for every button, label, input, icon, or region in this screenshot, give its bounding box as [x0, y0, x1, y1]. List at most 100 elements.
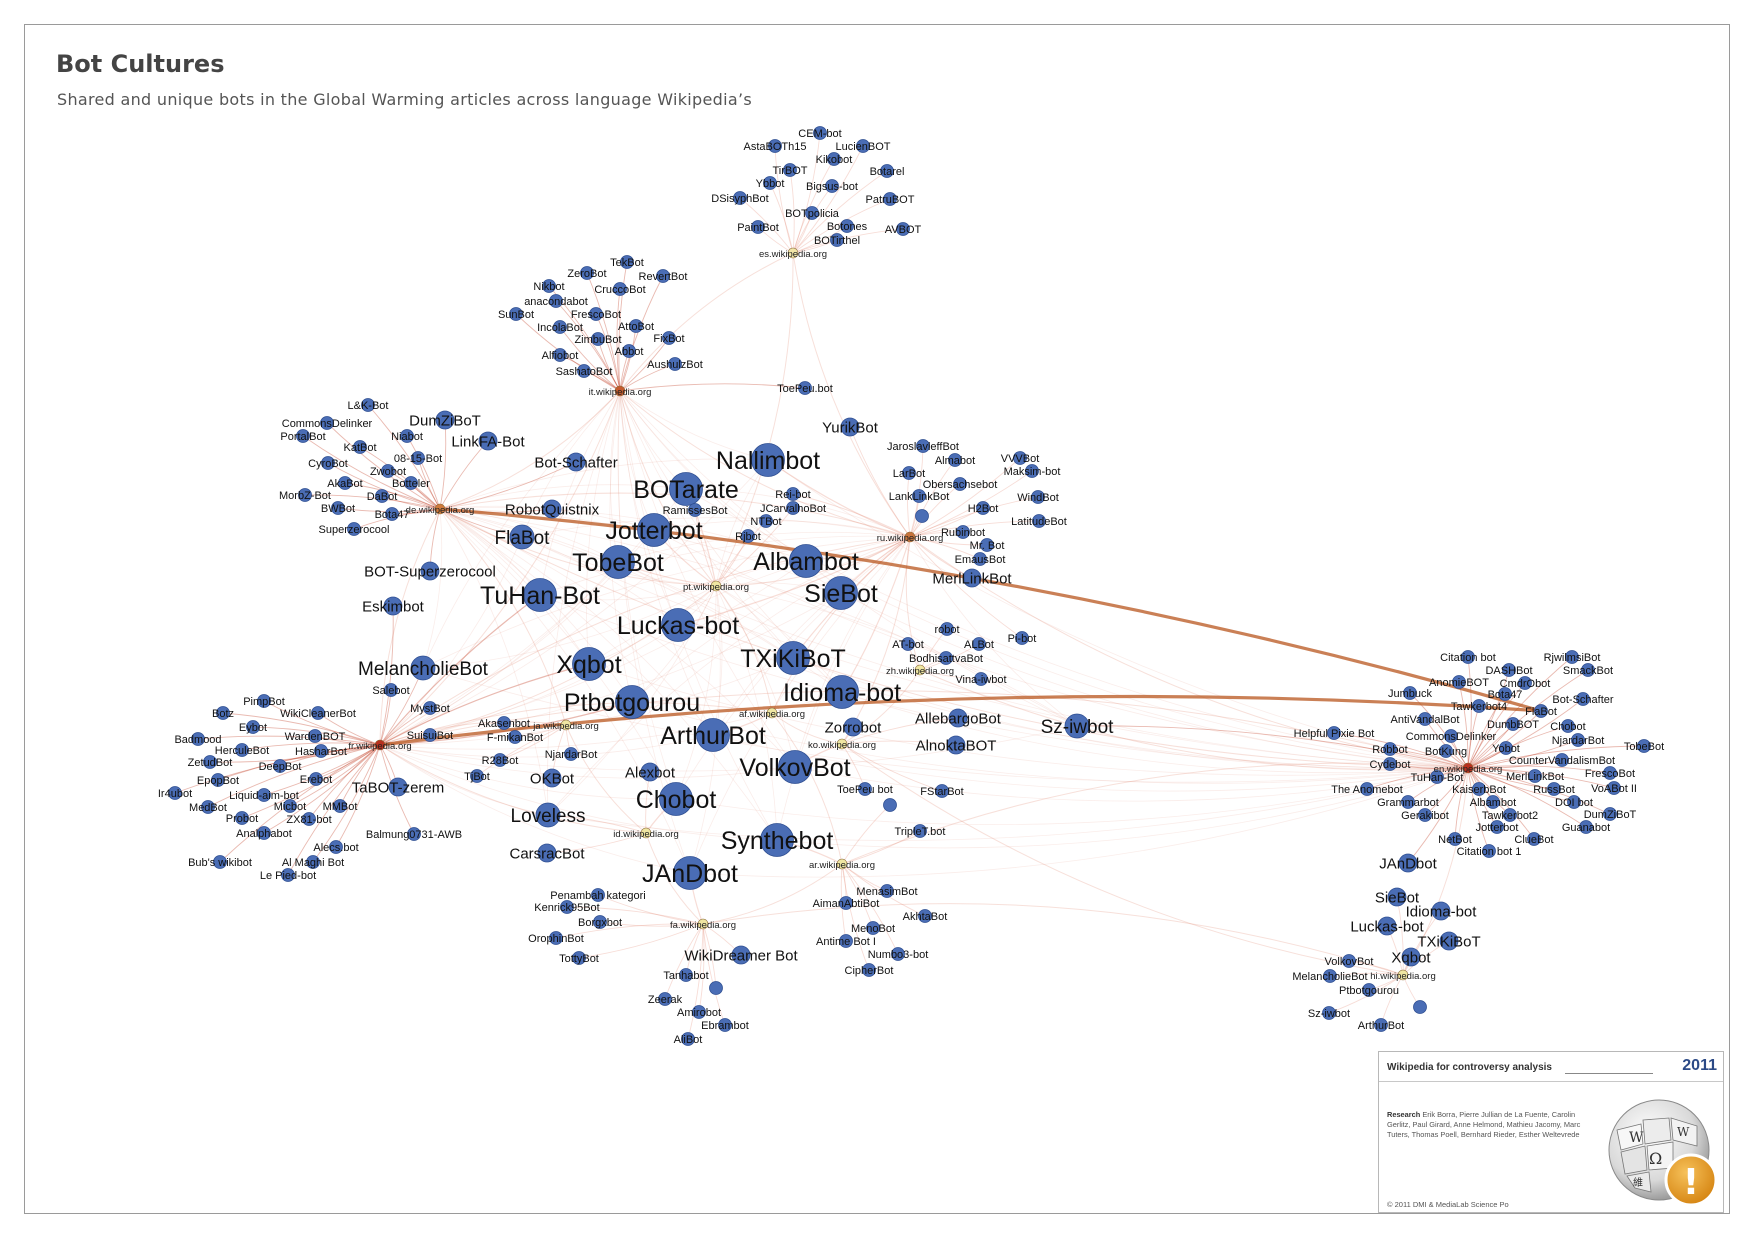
bot-label: CipherBot [845, 965, 894, 977]
bot-label: HerculeBot [215, 745, 269, 757]
edge-herculebot-fr [241, 742, 381, 751]
bot-label: BOTarate [633, 476, 739, 504]
bot-node-lanklinkbot-88 [912, 489, 926, 503]
edge-botarel-es [792, 170, 888, 254]
bot-node-dabot-47 [375, 489, 389, 503]
bot-node-citation-bot-164 [1461, 650, 1475, 664]
svg-text:W: W [1629, 1130, 1644, 1146]
bot-node-arthurbot-216 [1374, 1018, 1388, 1032]
bot-node-badmood-118 [191, 732, 205, 746]
bot-node-superzerocool-52 [347, 522, 361, 536]
bot-label: Amirobot [677, 1007, 721, 1019]
edge-zeerak-fa [664, 923, 704, 1000]
bot-label: Bub's wikibot [188, 857, 252, 869]
shared-edge-idioma-bot-en [841, 691, 1469, 774]
bot-node-unlabeled-109 [883, 798, 897, 812]
bot-node-alecs-bot-141 [329, 840, 343, 854]
bot-label: JAnDbot [1379, 855, 1437, 872]
edge-helpful-pixie-bot-en [1333, 732, 1469, 769]
bot-node-toepeu-bot-107 [858, 782, 872, 796]
bot-node-cipherbot-156 [862, 963, 876, 977]
edge-cruccobot-it [616, 288, 621, 392]
hub-node-fa [697, 918, 709, 930]
bot-label: LucienBOT [835, 141, 890, 153]
hub-label-pt: pt.wikipedia.org [683, 582, 749, 593]
bot-label: Erebot [300, 774, 332, 786]
edge-jandbot-en [1407, 767, 1469, 864]
hub-link-it-ru [619, 390, 911, 538]
bot-label: RevertBot [639, 271, 688, 283]
bot-node-unlabeled-159 [709, 981, 723, 995]
heavy-edge-flabot-de [439, 507, 1542, 713]
info-box-rule [1565, 1073, 1653, 1074]
bot-label: TjBot [464, 771, 490, 783]
bot-node-jotterbot-200 [1490, 820, 1504, 834]
bot-node-balmung0731-awb-140 [407, 827, 421, 841]
bot-node-okbot-74 [542, 768, 562, 788]
bot-node-bigsus-bot-7 [825, 179, 839, 193]
bot-label: TottyBot [559, 953, 599, 965]
bot-label: WikiCleanerBot [280, 708, 356, 720]
shared-edge-synthebot-ru [776, 536, 911, 841]
bot-node-rjbot-80 [741, 529, 755, 543]
bot-node-flabot-174 [1534, 704, 1548, 718]
bot-label: MystBot [410, 703, 450, 715]
hub-link-de-ja [439, 508, 567, 726]
hub-link-de-it [439, 390, 621, 510]
bot-label: Niabot [391, 431, 423, 443]
bot-label: Xqbot [556, 651, 621, 679]
bot-label: Tawkerbot4 [1451, 701, 1507, 713]
hub-label-zh: zh.wikipedia.org [886, 666, 954, 677]
bot-node-linkfa-bot-37 [478, 431, 498, 451]
bot-label: Luckas-bot [1350, 918, 1424, 935]
bot-label: FrescoBot [571, 309, 621, 321]
bot-label: RobotQuistnix [505, 501, 600, 518]
edge-le-pied-bot-fr [287, 744, 381, 876]
bot-node-cydebot-185 [1383, 757, 1397, 771]
bot-label: ALBot [964, 639, 994, 651]
bot-node-netbot-202 [1448, 832, 1462, 846]
bot-node-zetudbot-125 [203, 755, 217, 769]
bot-node-ebrambot-162 [718, 1018, 732, 1032]
credits-text: Erik Borra, Pierre Jullian de La Fuente,… [1387, 1110, 1581, 1139]
bot-label: FixBot [653, 333, 684, 345]
edge-yurikbot-ru [849, 426, 911, 538]
bot-label: AushulzBot [647, 359, 703, 371]
hub-node-hi [1397, 969, 1409, 981]
badge-glyph: ! [1683, 1162, 1699, 1203]
shared-edge-loveless-de [439, 508, 549, 816]
bot-node-incolabot-23 [553, 320, 567, 334]
shared-edge-xqbot-pt [588, 585, 717, 665]
hub-node-ru [904, 531, 916, 543]
bot-label: Superzerocool [319, 524, 390, 536]
bot-node-alexbot-75 [640, 762, 660, 782]
info-box-copyright: © 2011 DMI & MediaLab Science Po [1387, 1200, 1509, 1209]
bot-node-dsisyphbot-8 [733, 191, 747, 205]
bot-label: Alecs.bot [313, 842, 358, 854]
bot-label: WindBot [1017, 492, 1059, 504]
shared-edge-synthebot-pt [715, 585, 778, 841]
bot-label: TripleT.bot [895, 826, 946, 838]
bot-node-allebargobot-103 [948, 708, 968, 728]
bot-node-medbot-134 [201, 800, 215, 814]
bot-node-tottybot-149 [572, 951, 586, 965]
bot-label: Tanhabot [663, 970, 708, 982]
bot-node-ir4ubot-132 [168, 786, 182, 800]
hub-node-zh [914, 664, 926, 676]
shared-edge-chobot-en [675, 767, 1469, 825]
info-box-year: 2011 [1682, 1057, 1717, 1074]
bot-node-helpful-pixie-bot-178 [1327, 726, 1341, 740]
bot-node-jotterbot-53 [637, 513, 671, 547]
bot-label: ZimbuBot [574, 334, 621, 346]
bot-node-yurikbot-81 [840, 417, 860, 437]
bot-node-tuhan-bot-188 [1430, 770, 1444, 784]
bot-label: VoABot II [1591, 783, 1637, 795]
bot-label: JCarvalhoBot [760, 503, 826, 515]
hub-link-pt-af [715, 585, 773, 714]
edge-pimpbot-fr [263, 700, 381, 746]
edge-ntbot-pt [715, 520, 767, 587]
bot-node-bub-s-wikibot-142 [213, 855, 227, 869]
bot-label: F-mikanBot [487, 732, 543, 744]
bot-node-bwbot-49 [331, 501, 345, 515]
bot-node-nallimbot-43 [751, 443, 785, 477]
